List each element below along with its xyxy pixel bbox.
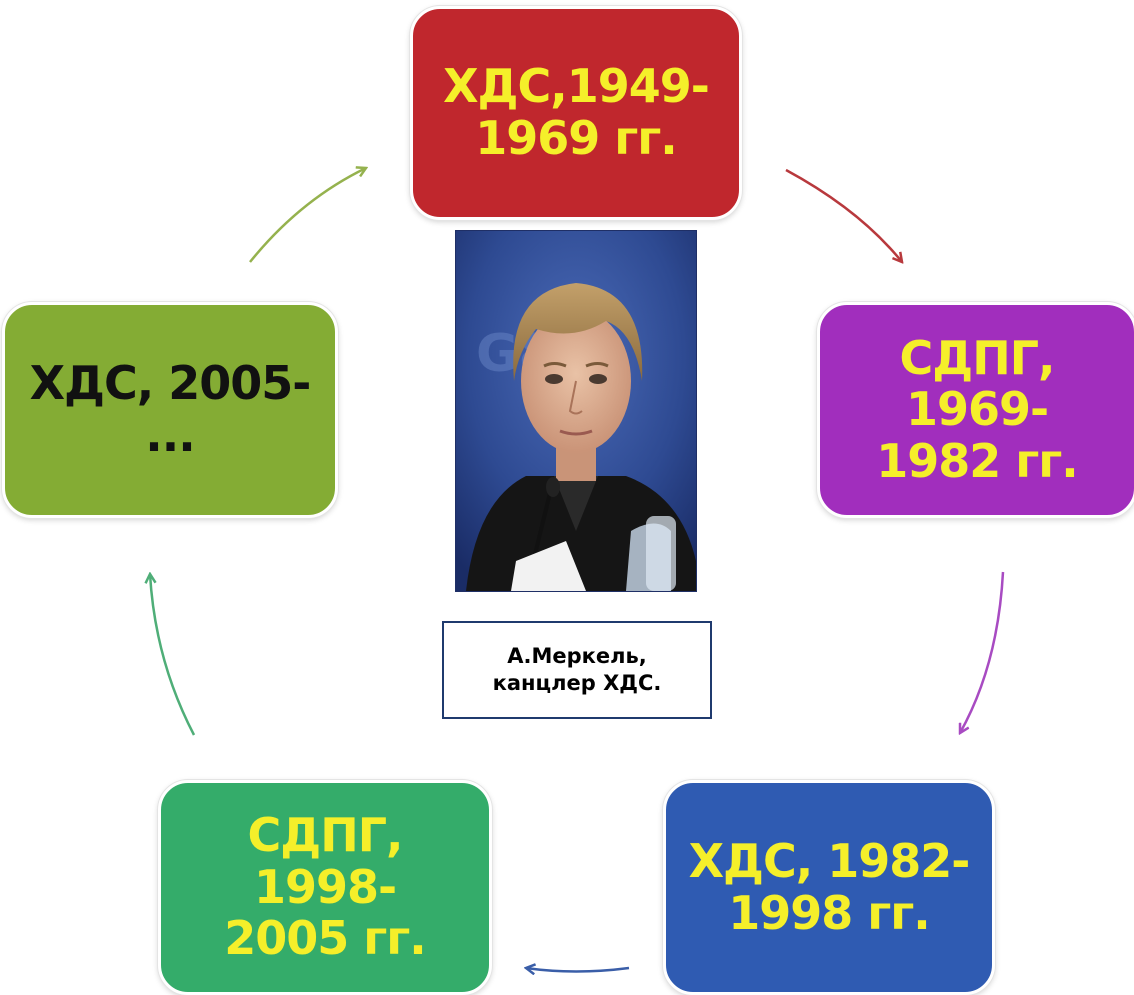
node-cdu-1982: ХДС, 1982- 1998 гг.	[663, 780, 995, 995]
node-cdu-1982-label: ХДС, 1982- 1998 гг.	[688, 833, 971, 940]
node-spd-1998-label: СДПГ, 1998- 2005 гг.	[224, 808, 427, 966]
arrow-cdu-1949-to-spd-1969	[785, 168, 902, 262]
node-cdu-1949-label: ХДС,1949- 1969 гг.	[443, 59, 710, 165]
node-cdu-2005: ХДС, 2005- ...	[2, 302, 338, 518]
portrait-illustration: G8	[456, 231, 696, 591]
arrow-cdu-1982-to-spd-1998	[526, 968, 630, 972]
arrow-spd-1998-to-cdu-2005	[150, 574, 196, 736]
photo-caption: А.Меркель, канцлер ХДС.	[442, 621, 712, 719]
node-spd-1998: СДПГ, 1998- 2005 гг.	[158, 780, 492, 995]
arrow-spd-1969-to-cdu-1982	[960, 571, 1005, 733]
node-spd-1969-label: СДПГ, 1969- 1982 гг.	[876, 330, 1079, 488]
portrait-photo: G8	[455, 230, 697, 592]
arrow-cdu-2005-to-cdu-1949	[249, 168, 366, 263]
node-cdu-2005-label: ХДС, 2005- ...	[29, 356, 312, 462]
node-spd-1969: СДПГ, 1969- 1982 гг.	[817, 302, 1134, 518]
node-cdu-1949: ХДС,1949- 1969 гг.	[410, 6, 742, 220]
photo-caption-text: А.Меркель, канцлер ХДС.	[492, 643, 662, 695]
